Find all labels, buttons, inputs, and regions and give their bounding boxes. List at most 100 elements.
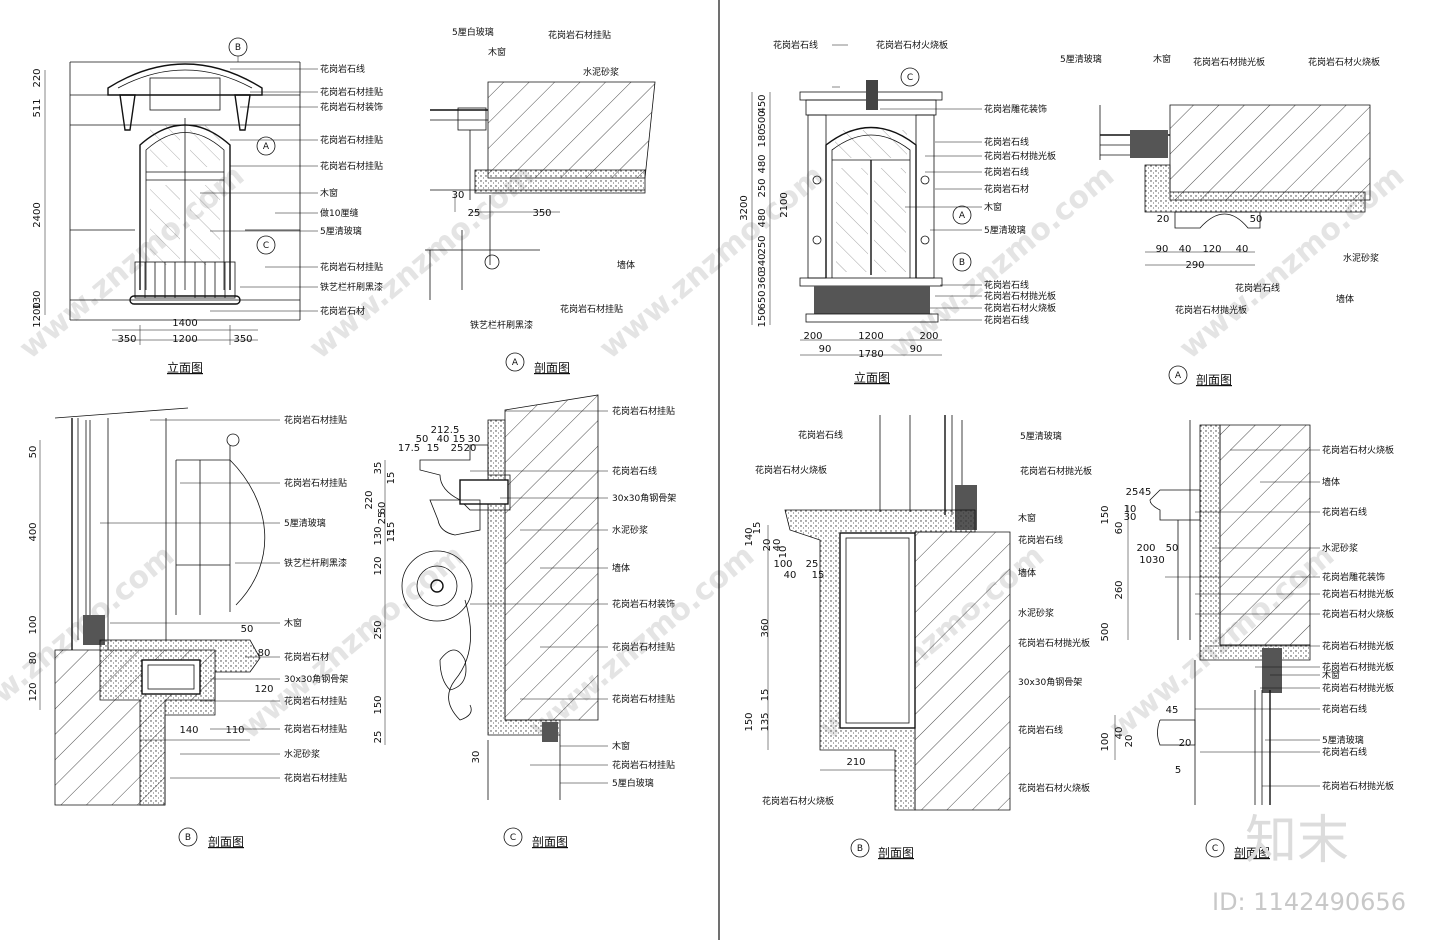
dimension-label: 50 — [416, 434, 429, 445]
left-section-a-mark: A — [512, 358, 519, 368]
callout-label: 花岗岩石材 — [320, 305, 365, 317]
callout-label: 花岗岩雕花装饰 — [984, 103, 1047, 115]
left-elevation-callouts: 花岗岩石线花岗岩石材挂贴花岗岩石材装饰花岗岩石材挂贴花岗岩石材挂贴木窗做10厘缝… — [200, 63, 383, 317]
dimension-label: 20 — [464, 443, 477, 454]
dimension-label: 15 — [386, 530, 397, 543]
dimension-label: 60 — [377, 502, 388, 515]
dimension-label: 25 — [451, 443, 464, 454]
dimension-label: 40 — [1114, 727, 1125, 740]
dimension-label: 30 — [468, 434, 481, 445]
dimension-label: 45 — [1166, 705, 1179, 716]
callout-label: 水泥砂浆 — [583, 66, 619, 78]
dimension-label: 200 — [803, 331, 822, 342]
callout-label: 木窗 — [612, 740, 630, 752]
right-elevation-callouts: 花岗岩石线花岗岩石材火烧板花岗岩雕花装饰花岗岩石线花岗岩石材抛光板花岗岩石线花岗… — [773, 39, 1056, 326]
dimension-label: 180 — [757, 128, 768, 147]
callout-label: 水泥砂浆 — [284, 748, 320, 760]
dimension-label: 30 — [471, 751, 482, 764]
dimension-label: 220 — [32, 68, 43, 87]
callout-label: 花岗岩石材火烧板 — [762, 795, 834, 807]
callout-label: 花岗岩石材抛光板 — [1322, 588, 1394, 600]
dimension-label: 40 — [437, 434, 450, 445]
right-section-c-mark: C — [1212, 844, 1218, 854]
dimension-label: 1200 — [858, 331, 883, 342]
dimension-label: 60 — [1114, 522, 1125, 535]
dimension-label: 350 — [532, 208, 551, 219]
dimension-label: 100 — [773, 559, 792, 570]
dimension-label: 150 — [757, 308, 768, 327]
dimension-label: 30 — [1124, 512, 1137, 523]
dimension-label: 50 — [28, 446, 39, 459]
brand-watermark: 知末 — [1245, 811, 1349, 871]
callout-label: 5厘白玻璃 — [452, 26, 494, 38]
dimension-label: 20 — [762, 539, 773, 552]
dimension-label: 480 — [757, 208, 768, 227]
left-section-a-mark-circle — [505, 352, 525, 372]
dimension-label: 1200 — [172, 334, 197, 345]
dimension-label: 290 — [1185, 260, 1204, 271]
left-elevation-markers — [228, 37, 276, 255]
dimension-label: 20 — [1157, 214, 1170, 225]
dimension-label: 360 — [760, 618, 771, 637]
callout-label: 花岗岩石材 — [984, 183, 1029, 195]
callout-label: 花岗岩石材装饰 — [612, 598, 675, 610]
left-section-a-drawing — [425, 81, 656, 300]
left-section-c-callouts: 花岗岩石材挂贴花岗岩石线30x30角钢骨架水泥砂浆墙体花岗岩石材装饰花岗岩石材挂… — [470, 405, 676, 789]
dimension-label: 40 — [1236, 244, 1249, 255]
callout-label: 木窗 — [1018, 512, 1036, 524]
callout-label: 花岗岩石材抛光板 — [1322, 780, 1394, 792]
dimension-label: 200 — [1136, 543, 1155, 554]
callout-label: 木窗 — [488, 46, 506, 58]
dimension-label: 3200 — [739, 195, 750, 220]
callout-label: 花岗岩石材抛光板 — [984, 150, 1056, 162]
callout-label: 花岗岩石材挂贴 — [320, 86, 383, 98]
dimension-label: 50 — [241, 624, 254, 635]
callout-label: 花岗岩石线 — [1235, 282, 1280, 294]
left-section-b-title: 剖面图 — [208, 835, 244, 849]
right-elevation-markers — [900, 67, 972, 272]
right-section-b-title: 剖面图 — [878, 846, 914, 860]
dimension-label: 90 — [910, 344, 923, 355]
site-watermark: www.znzmo.com — [233, 538, 471, 746]
right-section-b-mark: B — [857, 844, 863, 854]
dimension-label: 250 — [757, 235, 768, 254]
dimension-label: 20 — [1124, 735, 1135, 748]
right-elev-marker-b: B — [959, 258, 965, 268]
image-id-label: ID: 1142490656 — [1212, 888, 1406, 916]
dimension-label: 120 — [254, 684, 273, 695]
callout-label: 花岗岩石线 — [798, 429, 843, 441]
callout-label: 花岗岩石材挂贴 — [612, 405, 675, 417]
left-section-c-drawing — [384, 394, 599, 800]
left-elevation-drawing — [44, 61, 301, 345]
callout-label: 花岗岩石材挂贴 — [548, 29, 611, 41]
callout-label: 5厘清玻璃 — [320, 225, 362, 237]
callout-label: 花岗岩石材火烧板 — [755, 464, 827, 476]
dimension-label: 200 — [919, 331, 938, 342]
callout-label: 5厘清玻璃 — [284, 517, 326, 529]
dimension-label: 220 — [364, 490, 375, 509]
callout-label: 花岗岩石线 — [1322, 506, 1367, 518]
callout-label: 花岗岩石线 — [984, 314, 1029, 326]
callout-label: 水泥砂浆 — [1343, 252, 1379, 264]
dimension-label: 25 — [377, 512, 388, 525]
dimension-label: 1400 — [172, 318, 197, 329]
left-section-b-mark: B — [185, 833, 191, 843]
callout-label: 花岗岩石材挂贴 — [320, 134, 383, 146]
dimension-label: 5 — [1175, 765, 1181, 776]
dimension-label: 20 — [1179, 738, 1192, 749]
dimension-label: 15 — [760, 689, 771, 702]
dimension-label: 40 — [784, 570, 797, 581]
dimension-label: 150 — [373, 695, 384, 714]
dimension-label: 1780 — [858, 349, 883, 360]
dimension-label: 35 — [373, 462, 384, 475]
callout-label: 花岗岩雕花装饰 — [1322, 571, 1385, 583]
callout-label: 花岗岩石材抛光板 — [984, 290, 1056, 302]
dimension-label: 30 — [452, 190, 465, 201]
callout-label: 花岗岩石材挂贴 — [612, 693, 675, 705]
